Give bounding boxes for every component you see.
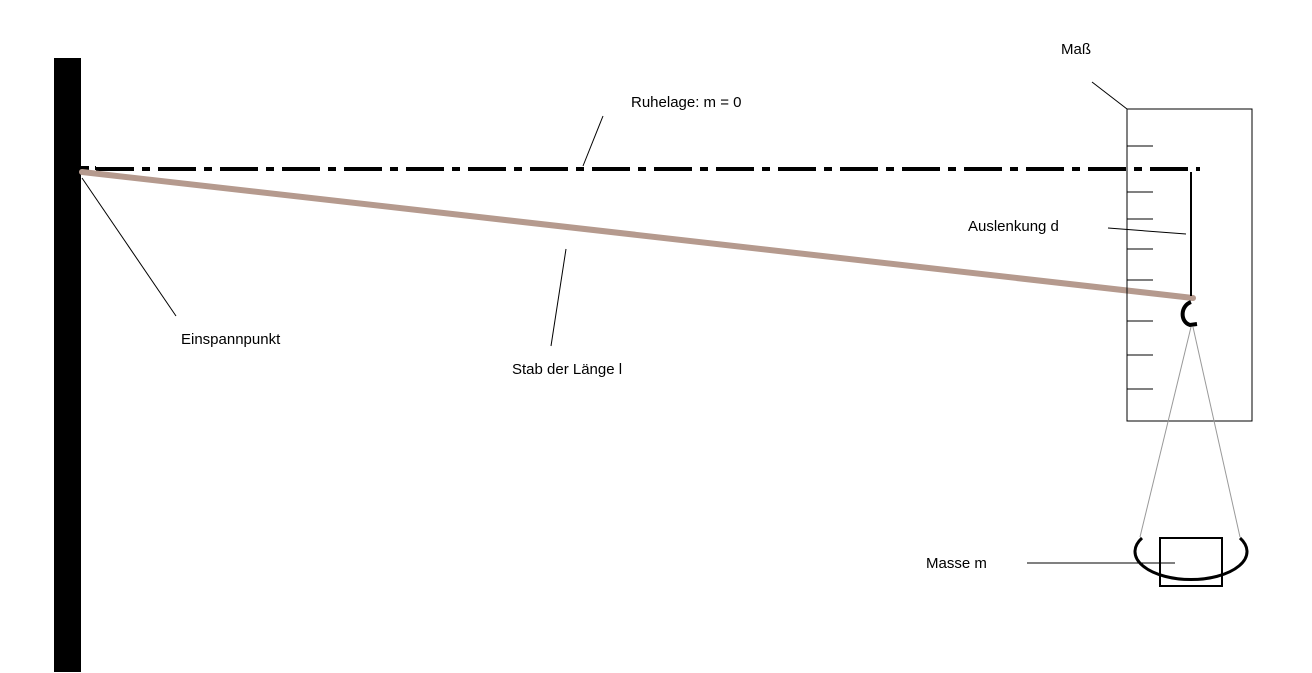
label-rest-position: Ruhelage: m = 0 <box>631 94 742 111</box>
label-measure: Maß <box>1061 41 1091 58</box>
label-rod: Stab der Länge l <box>512 361 622 378</box>
mass <box>1133 536 1249 587</box>
leader-rest-position <box>582 115 604 167</box>
label-deflection: Auslenkung d <box>968 218 1059 235</box>
suspension-line-right <box>1192 326 1241 538</box>
mass-box <box>1159 537 1223 587</box>
leader-measure <box>1091 81 1128 110</box>
leader-deflection <box>1107 227 1187 235</box>
mass-cradle <box>1133 536 1249 582</box>
label-mass: Masse m <box>926 555 987 572</box>
leader-clamp-point <box>81 177 177 317</box>
leader-lines <box>81 81 1187 564</box>
label-clamp-point: Einspannpunkt <box>181 331 281 348</box>
rod <box>79 169 1196 301</box>
scale-box <box>1126 108 1253 422</box>
suspension-lines <box>1139 326 1241 538</box>
measurement-scale <box>1126 108 1253 422</box>
leader-rod <box>550 248 567 347</box>
suspension-line-left <box>1139 326 1192 538</box>
rest-position-line <box>81 166 1200 171</box>
hook <box>1180 300 1198 328</box>
wall <box>54 58 81 672</box>
scale-ticks <box>1127 145 1153 390</box>
